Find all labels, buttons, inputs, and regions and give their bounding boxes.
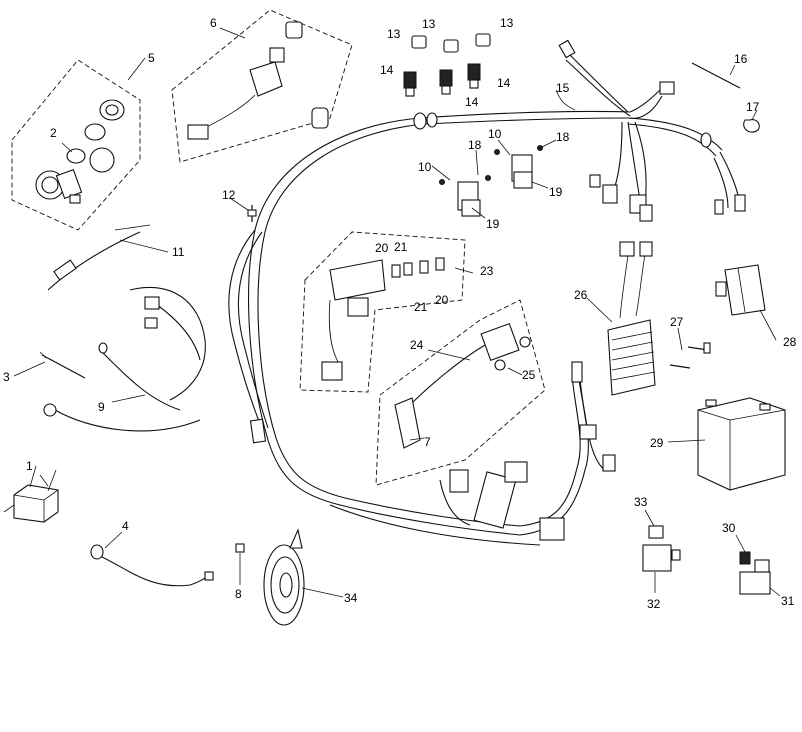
callout-20b: 20: [435, 293, 449, 307]
battery-cables: [43, 286, 206, 432]
callout-31: 31: [781, 594, 795, 608]
callout-28: 28: [783, 335, 797, 349]
callout-2: 2: [50, 126, 57, 140]
ignition-coil-group-24: [375, 299, 546, 486]
callout-34: 34: [344, 591, 358, 605]
callout-14c: 14: [497, 76, 511, 90]
callout-21a: 21: [394, 240, 408, 254]
callout-16: 16: [734, 52, 748, 66]
callout-18b: 18: [556, 130, 570, 144]
leader-lines: [13, 27, 781, 598]
bulbs-and-sockets: [403, 33, 491, 97]
ignition-switch-group-6: [171, 9, 353, 163]
callout-32: 32: [647, 597, 661, 611]
callout-4: 4: [122, 519, 129, 533]
callout-14a: 14: [380, 63, 394, 77]
callout-3: 3: [3, 370, 10, 384]
callout-11: 11: [172, 245, 185, 259]
callout-30: 30: [722, 521, 736, 535]
callout-18a: 18: [468, 138, 482, 152]
callout-15: 15: [556, 81, 570, 95]
callout-21b: 21: [414, 300, 428, 314]
callout-17: 17: [746, 100, 760, 114]
rod: [691, 62, 741, 89]
callout-8: 8: [235, 587, 242, 601]
callout-5: 5: [148, 51, 155, 65]
callout-12: 12: [222, 188, 236, 202]
main-wire-harness: [228, 39, 746, 546]
callout-24: 24: [410, 338, 424, 352]
fuse-box-group-23: [299, 231, 466, 393]
callout-14b: 14: [465, 95, 479, 109]
callout-10a: 10: [418, 160, 432, 174]
callout-13b: 13: [422, 17, 436, 31]
callout-26: 26: [574, 288, 588, 302]
callout-29: 29: [650, 436, 664, 450]
socket-group-5: [11, 59, 141, 231]
callout-20a: 20: [375, 241, 389, 255]
voltage-regulator: [607, 241, 711, 396]
cable-tie: [39, 351, 86, 379]
callout-6: 6: [210, 16, 217, 30]
battery: [697, 397, 786, 491]
switches: [439, 145, 543, 217]
flasher-relay: [642, 525, 681, 572]
callout-23: 23: [480, 264, 494, 278]
clip: [743, 119, 760, 133]
callout-7: 7: [424, 435, 431, 449]
callout-19a: 19: [486, 217, 500, 231]
cdi-unit: [715, 264, 766, 316]
callout-9: 9: [98, 400, 105, 414]
starter-relay: [739, 551, 771, 595]
callout-13c: 13: [500, 16, 514, 30]
callout-19b: 19: [549, 185, 563, 199]
ground-wire: [90, 544, 214, 587]
callout-27: 27: [670, 315, 684, 329]
relay: [3, 465, 59, 523]
callout-33: 33: [634, 495, 648, 509]
horn: [235, 528, 305, 626]
callout-13a: 13: [387, 27, 401, 41]
callout-25: 25: [522, 368, 536, 382]
sensor-wire: [47, 224, 151, 291]
callout-10b: 10: [488, 127, 502, 141]
callout-1: 1: [26, 459, 33, 473]
callout-labels: 1 2 3 4 5 6 7 8 9 10 10 11 12 13 13 13 1…: [3, 16, 797, 611]
screw: [247, 205, 257, 222]
